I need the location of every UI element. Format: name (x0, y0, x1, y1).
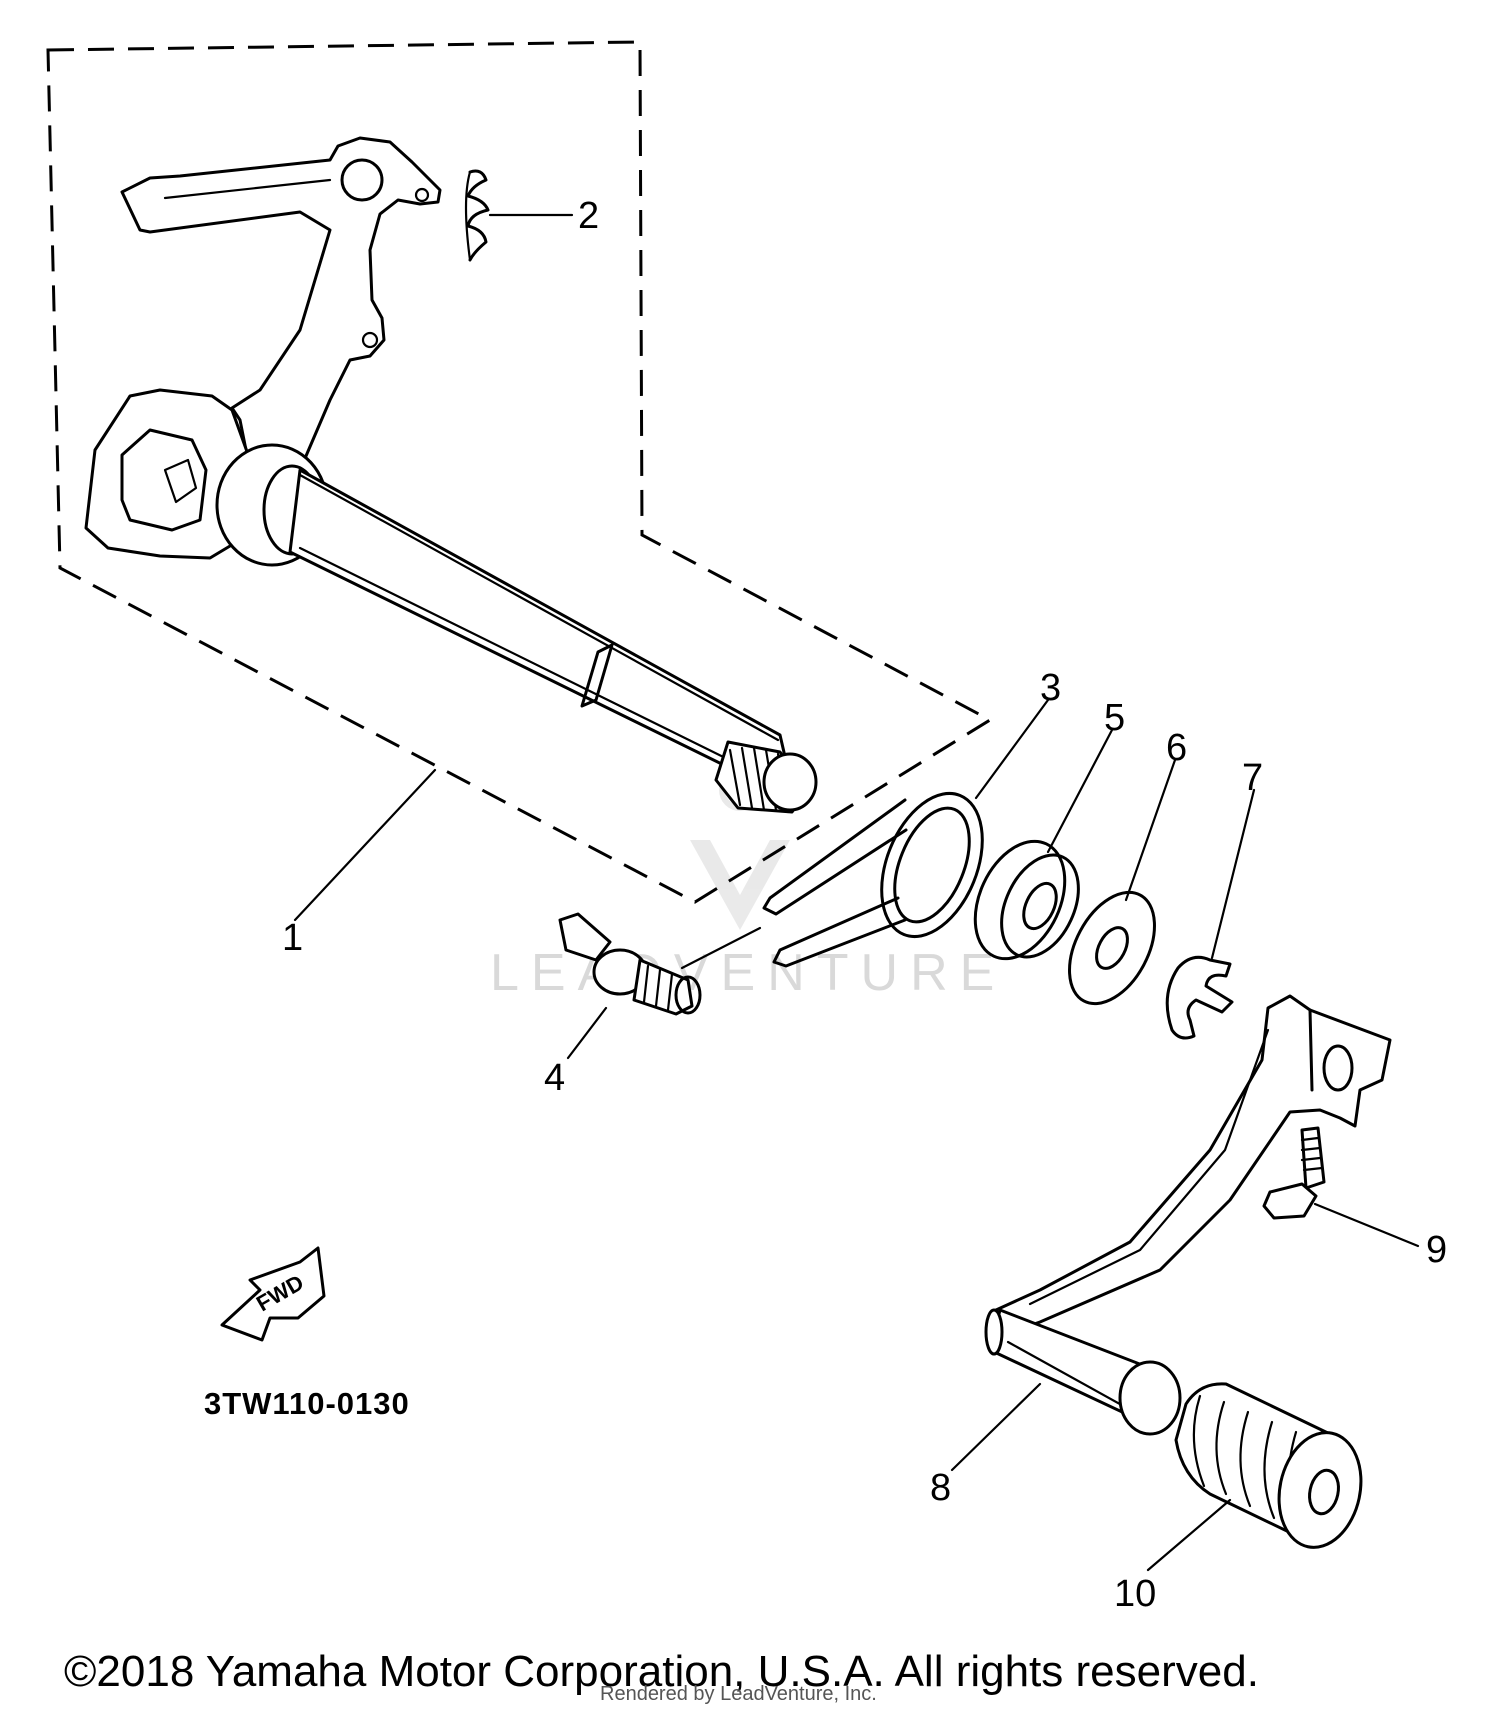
part-5-oil-seal[interactable] (958, 827, 1094, 973)
part-7-circlip[interactable] (1165, 955, 1234, 1040)
part-8-shift-pedal[interactable] (984, 994, 1392, 1436)
leader-lines (293, 213, 1420, 1572)
callout-7: 7 (1242, 757, 1263, 799)
callout-6: 6 (1166, 727, 1187, 769)
part-6-washer[interactable] (1052, 878, 1172, 1018)
part-10-pedal-rubber[interactable] (1174, 1382, 1371, 1555)
part-1-shift-shaft[interactable] (84, 136, 818, 814)
callout-9: 9 (1426, 1229, 1447, 1271)
callout-10: 10 (1114, 1573, 1156, 1615)
diagram-code: 3TW110-0130 (204, 1386, 410, 1421)
part-4-stud-bolt[interactable] (558, 912, 702, 1016)
callout-8: 8 (930, 1467, 951, 1509)
part-2-spring[interactable] (464, 169, 490, 262)
callout-4: 4 (544, 1057, 565, 1099)
copyright-notice: ©2018 Yamaha Motor Corporation, U.S.A. A… (64, 1647, 1259, 1696)
callout-5: 5 (1104, 697, 1125, 739)
watermark-text: LEADVENTURE (490, 944, 1006, 1002)
part-3-return-spring[interactable] (762, 779, 1002, 968)
assembly-boundary (46, 40, 994, 904)
rendered-by-notice: Rendered by LeadVenture, Inc. (600, 1683, 877, 1705)
callout-2: 2 (578, 195, 599, 237)
part-9-bolt[interactable] (1262, 1126, 1326, 1220)
fwd-arrow-icon: FWD (220, 1246, 326, 1342)
callout-3: 3 (1040, 667, 1061, 709)
callout-1: 1 (282, 917, 303, 959)
